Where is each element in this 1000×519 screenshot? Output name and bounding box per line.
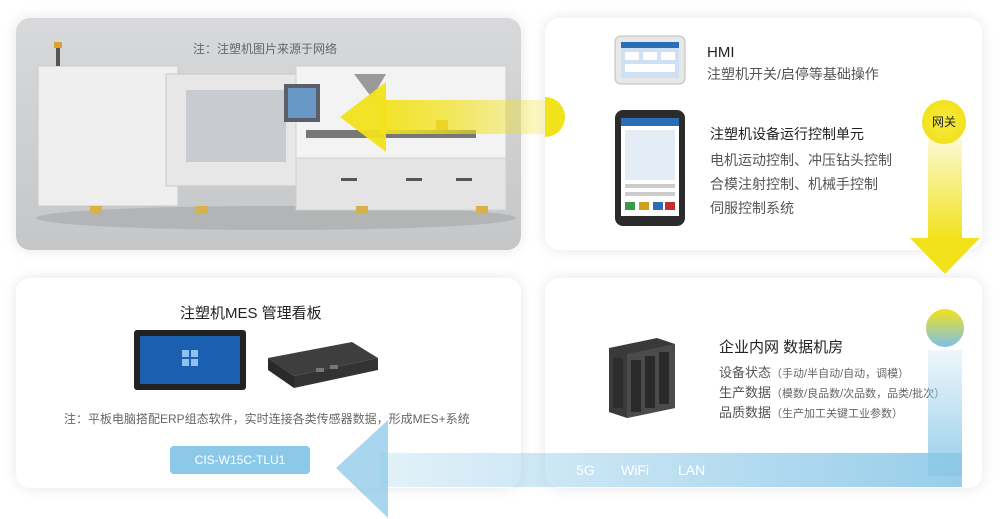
network-label-lan: LAN [678,462,706,478]
quality-row: 品质数据（生产加工关键工业参数） [719,402,903,421]
controller-line-3: 伺服控制系统 [710,200,794,216]
hmi-device [614,35,686,226]
quality-row-main: 品质数据 [719,405,772,420]
production-row-main: 生产数据 [719,385,772,400]
mes-devices [134,330,378,390]
status-row-sub: （手动/半自动/自动，调模） [771,368,910,380]
production-row-sub: （模数/良品数/次品数，品类/批次） [771,388,946,400]
machine-note: 注：注塑机图片来源于网络 [193,42,338,56]
machine-illustration [36,42,516,230]
yellow-half-dot [545,97,565,137]
operation-card: HMI 注塑机开关/启停等基础操作 注塑机设备运行控制单元 电机运动控制、冲压钻… [545,18,982,250]
mes-title: 注塑机MES 管理看板 [180,305,322,322]
controller-title: 注塑机设备运行控制单元 [710,126,864,142]
hmi-title: HMI [707,44,735,61]
yellow-arrow-shaft [380,100,560,134]
model-badge: CIS-W15C-TLU1 [170,446,310,474]
datacenter-title: 企业内网 数据机房 [719,339,844,356]
gradient-dot [926,309,964,347]
gateway-badge: 网关 [922,100,966,144]
server-racks-icon [609,338,675,418]
controller-line-2: 合模注射控制、机械手控制 [710,176,878,192]
mes-note: 注：平板电脑搭配ERP组态软件，实时连接各类传感器数据，形成MES+系统 [64,412,470,426]
blue-arrow-head [336,420,388,518]
status-row: 设备状态（手动/半自动/自动，调模） [719,362,909,381]
production-row: 生产数据（模数/良品数/次品数，品类/批次） [719,382,945,401]
controller-line-1: 电机运动控制、冲压钻头控制 [710,152,892,168]
gateway-arrow-head [910,238,980,274]
network-label-wifi: WiFi [621,462,649,478]
status-row-main: 设备状态 [719,365,772,380]
hmi-desc: 注塑机开关/启停等基础操作 [707,66,879,82]
yellow-arrow-head [340,82,386,152]
network-label-5g: 5G [576,462,595,478]
gateway-shaft [928,140,962,240]
blue-arrow-shaft [380,453,962,487]
quality-row-sub: （生产加工关键工业参数） [771,408,904,420]
